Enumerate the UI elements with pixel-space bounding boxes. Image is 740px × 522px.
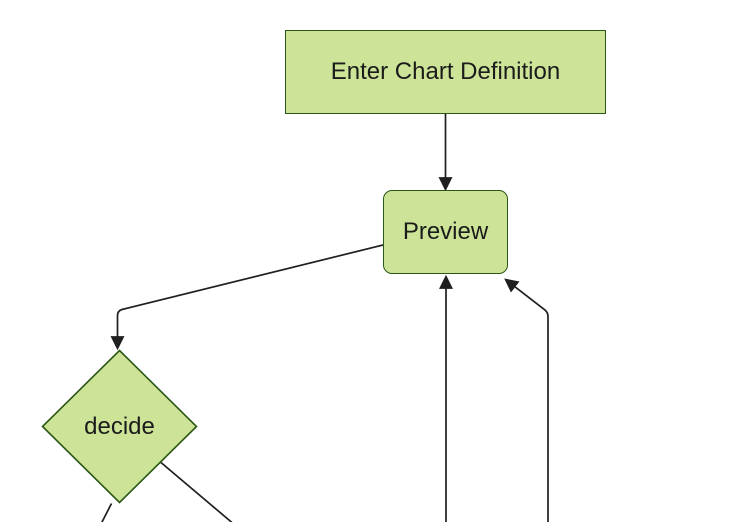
node-preview: Preview bbox=[383, 190, 508, 274]
edge-preview-to-decide bbox=[110, 244, 384, 351]
edge-decide-to-offscreen-left bbox=[101, 503, 113, 522]
decide-diamond-shape bbox=[41, 349, 198, 504]
edge-decide-to-offscreen-right bbox=[157, 459, 233, 522]
edge-offscreen-to-preview-corner bbox=[504, 278, 549, 522]
node-enter-chart-definition-label: Enter Chart Definition bbox=[330, 57, 561, 85]
node-enter-chart-definition: Enter Chart Definition bbox=[285, 30, 606, 114]
node-preview-label: Preview bbox=[402, 217, 489, 245]
